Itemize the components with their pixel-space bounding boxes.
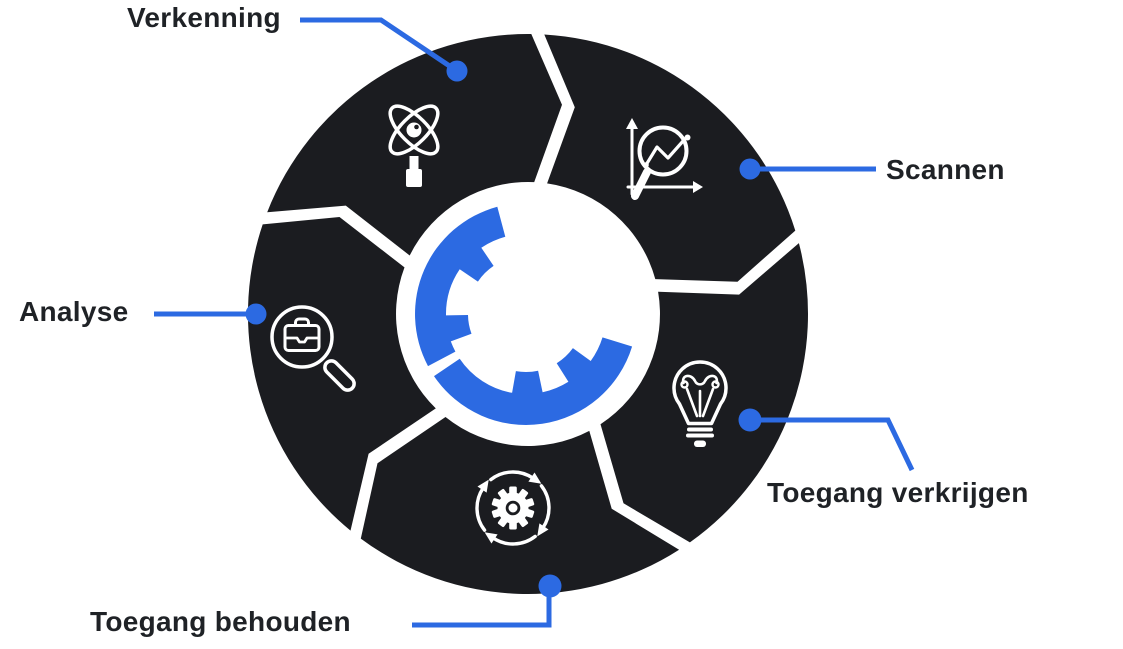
chart-search-icon [626,118,703,200]
connector-toegang-behouden [412,590,552,628]
phase-label-analyse: Analyse [19,296,129,327]
phase-label-verkenning: Verkenning [127,2,281,33]
phase-label-toegang-behouden: Toegang behouden [90,606,351,637]
gear-arrows-icon [475,470,551,546]
segment-toegang-verkrijgen [600,243,809,543]
atom-search-icon [388,104,440,187]
briefcase-search-icon [270,305,356,392]
segment-analyse [247,217,436,531]
dot-toegang-verkrijgen [738,408,762,432]
dot-verkenning [446,60,468,82]
connector-verkenning [300,17,459,74]
phase-label-scannen: Scannen [886,154,1005,185]
connector-toegang-verkrijgen [750,417,915,472]
lightbulb-icon [672,360,728,447]
center-gear-logo [397,183,659,445]
dot-toegang-behouden [538,574,562,598]
phase-label-toegang-verkrijgen: Toegang verkrijgen [767,477,1029,508]
dot-scannen [739,158,761,180]
dot-analyse [245,303,267,325]
